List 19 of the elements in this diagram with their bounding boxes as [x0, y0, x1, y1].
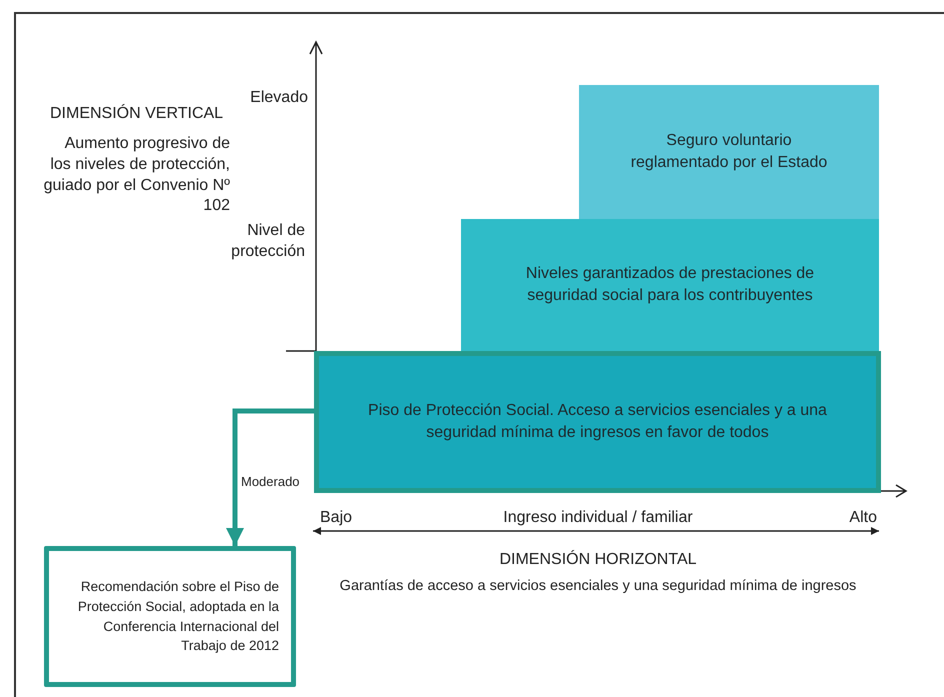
axis-title: DIMENSIÓN HORIZONTAL — [498, 550, 698, 570]
social-protection-floor-block — [314, 351, 881, 493]
node-text: Recomendación sobre el Piso de Protección Social, adoptada en la Conferencia Internacional del Trabajo de 2012 — [76, 578, 279, 656]
axis-description: Aumento progresivo de los niveles de protección, guiado por el Convenio Nº 102 — [42, 134, 230, 216]
recommendation-box — [44, 546, 296, 687]
axis-label: Ingreso individual / familiar — [502, 508, 694, 528]
edge-label: Moderado — [241, 474, 300, 489]
node-text: Niveles garantizados de prestaciones de seguridad social para los contribuyentes — [524, 264, 816, 306]
level-label: Elevado — [249, 88, 308, 108]
axis-title: DIMENSIÓN VERTICAL — [50, 104, 224, 124]
arrow — [226, 408, 314, 546]
node-text: Seguro voluntario reglamentado por el Estado — [630, 131, 828, 173]
level-label: Alto — [848, 508, 877, 528]
voluntary-insurance-block — [579, 85, 879, 219]
axis-label: Nivel de protección — [230, 221, 305, 262]
level-label: Bajo — [320, 508, 354, 528]
axis-description: Garantías de acceso a servicios esenciales y una seguridad mínima de ingresos — [338, 577, 858, 596]
guaranteed-levels-block — [461, 219, 879, 351]
node-text: Piso de Protección Social. Acceso a servicios esenciales y a una seguridad mínima de ingresos en favor de todos — [367, 401, 828, 443]
